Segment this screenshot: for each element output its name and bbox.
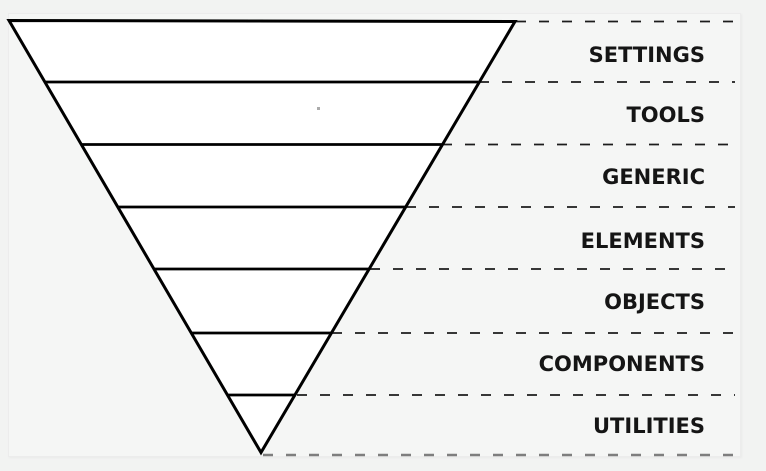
layer-label-generic: GENERIC: [602, 165, 705, 189]
dashed-guide-lines: [297, 20, 735, 396]
triangle-shape: [6, 18, 518, 456]
layer-divider-lines: [45, 80, 478, 397]
layer-label-elements: ELEMENTS: [580, 229, 705, 253]
layer-label-settings: SETTINGS: [588, 43, 705, 67]
speck-artifact: [317, 107, 320, 110]
layer-label-tools: TOOLS: [626, 103, 705, 127]
layer-label-objects: OBJECTS: [604, 290, 705, 314]
layer-label-components: COMPONENTS: [538, 352, 705, 376]
layer-label-utilities: UTILITIES: [593, 414, 705, 438]
